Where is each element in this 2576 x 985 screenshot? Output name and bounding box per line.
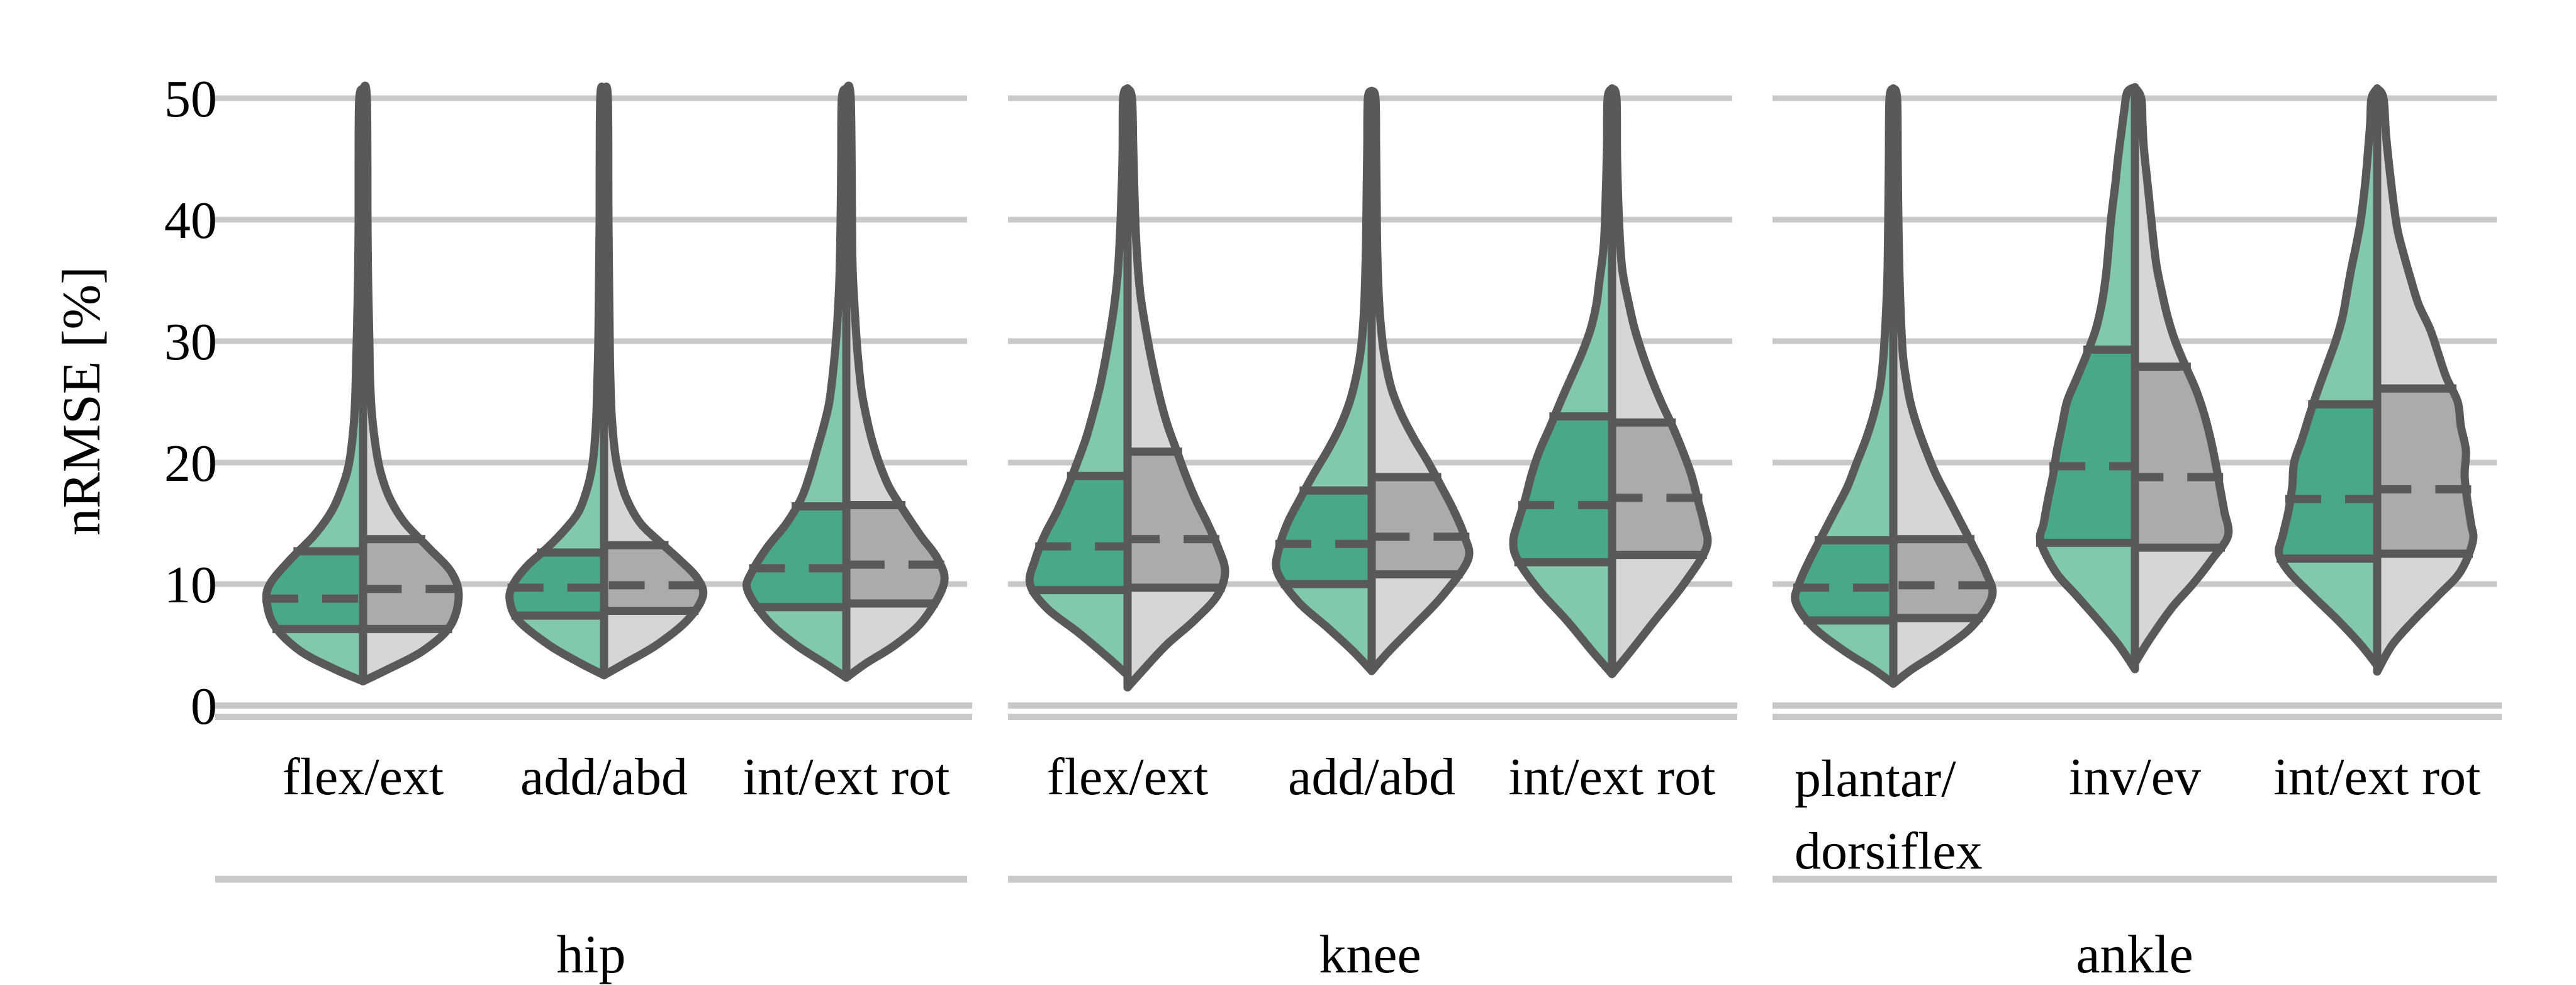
- violin-tail-fill: [266, 88, 363, 682]
- violin-outline: [2036, 83, 2139, 673]
- group-label: ankle: [2076, 924, 2193, 984]
- group-label: knee: [1319, 924, 1421, 984]
- x-tick-label: int/ext rot: [2274, 748, 2481, 806]
- violin-outline: [505, 82, 608, 680]
- y-tick-label: 10: [164, 556, 217, 614]
- violin-right-half: [2373, 84, 2478, 676]
- x-tick-label: plantar/: [1795, 750, 1956, 808]
- violin-left-half: [742, 84, 851, 682]
- violin-left-half: [1791, 84, 1898, 688]
- violin-outline: [262, 84, 367, 685]
- violin-outline: [1509, 84, 1616, 678]
- violin-iqr-band: [846, 505, 945, 604]
- x-tick-label: int/ext rot: [1509, 748, 1716, 806]
- violin-outline: [1367, 86, 1474, 675]
- y-tick-label: 40: [164, 191, 217, 250]
- axis-labels-layer: nRMSE [%] 0 10 20 30 40 50 flex/ext add/abd int/…: [51, 70, 2480, 984]
- violins-layer: [262, 81, 2478, 692]
- violin-left-half: [1025, 84, 1132, 680]
- violin-iqr-band: [1275, 490, 1372, 584]
- y-axis-label: nRMSE [%]: [51, 266, 111, 536]
- violin-tail-fill: [1795, 88, 1893, 684]
- violin-iqr-band: [1372, 477, 1470, 575]
- y-tick-label: 50: [164, 70, 217, 128]
- violin-outline: [742, 84, 851, 682]
- violin-outline: [359, 81, 463, 685]
- violin-outline: [1272, 86, 1376, 675]
- violin-left-half: [1272, 86, 1376, 675]
- violin-outline: [2275, 84, 2382, 670]
- y-tick-label: 30: [164, 313, 217, 371]
- violin-right-half: [1608, 84, 1712, 678]
- violin-outline: [1889, 84, 1997, 688]
- violin-outline: [1025, 84, 1132, 680]
- y-tick-label: 20: [164, 434, 217, 493]
- violin-outline: [1791, 84, 1898, 688]
- x-tick-label: int/ext rot: [743, 748, 950, 806]
- violin-iqr-band: [604, 545, 703, 611]
- x-tick-label: flex/ext: [1047, 748, 1209, 806]
- y-tick-label: 0: [191, 677, 217, 736]
- violin-tail-fill: [1893, 88, 1993, 684]
- x-tick-label: flex/ext: [283, 748, 444, 806]
- x-tick-label: add/abd: [1288, 748, 1455, 806]
- violin-right-half: [2131, 83, 2233, 667]
- violin-outline: [1123, 84, 1229, 692]
- violin-outline: [2373, 84, 2478, 676]
- violin-right-half: [359, 81, 463, 685]
- violin-outline: [2131, 83, 2233, 667]
- violin-left-half: [262, 84, 367, 685]
- violin-right-half: [1889, 84, 1997, 688]
- violin-right-half: [1123, 84, 1229, 692]
- violin-outline: [1608, 84, 1712, 678]
- violin-left-half: [2275, 84, 2382, 670]
- violin-iqr-band: [2040, 349, 2135, 543]
- x-tick-label: inv/ev: [2069, 748, 2201, 806]
- violin-iqr-band: [266, 551, 363, 629]
- violin-tail-fill: [1128, 88, 1226, 688]
- violin-outline: [842, 81, 949, 682]
- violin-left-half: [505, 82, 608, 680]
- group-label: hip: [557, 924, 626, 984]
- violin-right-half: [842, 81, 949, 682]
- violin-tail-fill: [509, 86, 604, 675]
- x-tick-label: dorsiflex: [1795, 822, 1983, 881]
- violin-outline: [600, 82, 708, 680]
- violin-tail-fill: [604, 86, 703, 675]
- violin-tail-fill: [363, 86, 459, 682]
- x-tick-label: add/abd: [520, 748, 688, 806]
